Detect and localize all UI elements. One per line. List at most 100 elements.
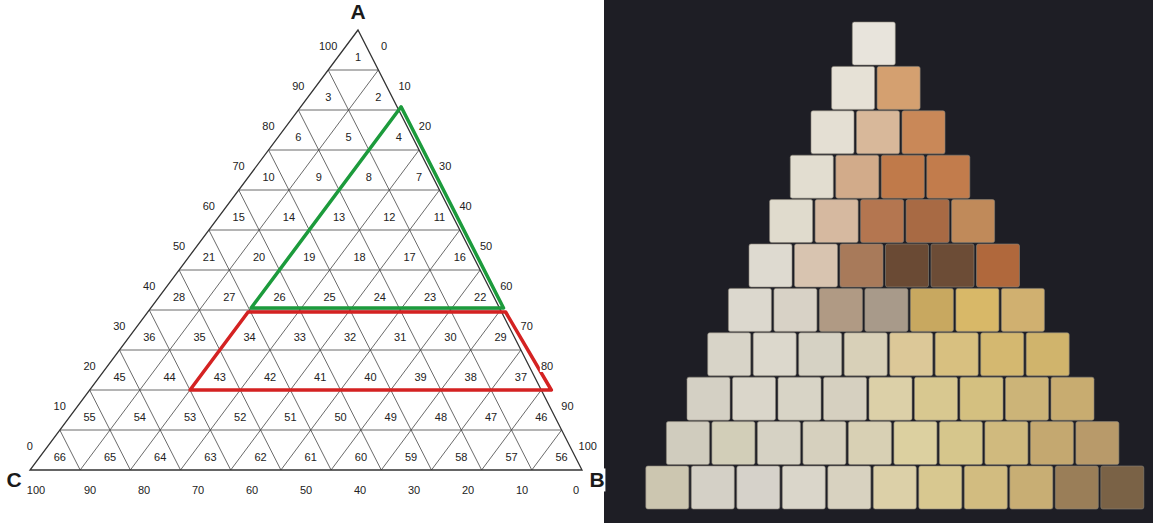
cell-number: 47 xyxy=(485,411,497,423)
axis-label: 30 xyxy=(112,320,126,332)
axis-label: 90 xyxy=(291,80,305,92)
glaze-tile xyxy=(931,244,974,287)
cell-number: 33 xyxy=(294,331,306,343)
cell-number: 40 xyxy=(364,371,376,383)
cell-number: 29 xyxy=(494,331,506,343)
glaze-tile xyxy=(1101,466,1144,509)
glaze-tile xyxy=(915,377,958,420)
axis-label: 10 xyxy=(397,80,411,92)
cell-number: 56 xyxy=(555,451,567,463)
glaze-tile xyxy=(890,333,933,376)
glaze-tile xyxy=(910,288,953,331)
cell-number: 19 xyxy=(303,251,315,263)
cell-number: 30 xyxy=(444,331,456,343)
axis-label: 100 xyxy=(318,40,338,52)
photo-ground xyxy=(604,0,1153,523)
glaze-tile xyxy=(894,422,937,465)
cell-number: 50 xyxy=(334,411,346,423)
vertex-label: C xyxy=(5,468,22,491)
vertex-label: B xyxy=(588,468,605,491)
glaze-tile xyxy=(832,66,875,109)
glaze-tile xyxy=(819,288,862,331)
cell-number: 51 xyxy=(284,411,296,423)
cell-number: 62 xyxy=(254,451,266,463)
axis-label: 90 xyxy=(83,484,97,496)
glaze-tile xyxy=(811,111,854,154)
axis-label: 20 xyxy=(82,360,96,372)
glaze-tile xyxy=(1006,377,1049,420)
glaze-tile xyxy=(1026,333,1069,376)
grid-line xyxy=(231,190,440,470)
glaze-tile xyxy=(733,377,776,420)
cell-number: 24 xyxy=(374,291,386,303)
axis-label: 0 xyxy=(380,40,388,52)
cell-number: 39 xyxy=(414,371,426,383)
cell-number: 22 xyxy=(474,291,486,303)
cell-number: 16 xyxy=(454,251,466,263)
axis-label: 0 xyxy=(572,484,580,496)
grid-line xyxy=(269,150,420,151)
glaze-tile xyxy=(753,333,796,376)
axis-label: 40 xyxy=(353,484,367,496)
cell-number: 65 xyxy=(104,451,116,463)
glaze-tile xyxy=(848,422,891,465)
axis-label: 60 xyxy=(245,484,259,496)
glaze-tile xyxy=(857,111,900,154)
axis-label: 50 xyxy=(172,240,186,252)
cell-number: 12 xyxy=(383,211,395,223)
ternary-grid xyxy=(30,30,582,470)
grid-line xyxy=(532,430,562,470)
glaze-tile xyxy=(782,466,825,509)
glaze-tile xyxy=(757,422,800,465)
cell-number: 21 xyxy=(203,251,215,263)
cell-number: 11 xyxy=(434,211,445,223)
axis-label: 0 xyxy=(26,440,34,452)
cell-number: 53 xyxy=(184,411,196,423)
axis-label: 40 xyxy=(142,280,156,292)
glaze-tile xyxy=(708,333,751,376)
grid-line xyxy=(179,270,281,470)
glaze-tile xyxy=(927,155,970,198)
glaze-tile xyxy=(828,466,871,509)
axis-label: 20 xyxy=(418,120,432,132)
axis-label: 80 xyxy=(261,120,275,132)
glaze-tile xyxy=(985,422,1028,465)
cell-number: 63 xyxy=(204,451,216,463)
axis-label: 30 xyxy=(438,160,452,172)
grid-line xyxy=(269,150,432,470)
grid-line xyxy=(431,350,520,470)
glaze-tile xyxy=(956,288,999,331)
glaze-tile xyxy=(844,333,887,376)
cell-number: 36 xyxy=(143,331,155,343)
glaze-tile xyxy=(1010,466,1053,509)
cell-number: 9 xyxy=(316,171,322,183)
cell-number: 44 xyxy=(163,371,175,383)
glaze-tile xyxy=(881,155,924,198)
vertex-label: A xyxy=(349,0,366,23)
cell-number: 58 xyxy=(455,451,467,463)
glaze-tile xyxy=(749,244,792,287)
cell-number: 4 xyxy=(396,131,402,143)
axis-label: 70 xyxy=(520,320,534,332)
cell-number: 14 xyxy=(283,211,295,223)
glaze-tile xyxy=(939,422,982,465)
glaze-tile xyxy=(935,333,978,376)
cell-number: 13 xyxy=(333,211,345,223)
cell-number: 8 xyxy=(366,171,372,183)
glaze-tile xyxy=(666,422,709,465)
glaze-tile xyxy=(1055,466,1098,509)
glaze-tile xyxy=(840,244,883,287)
cell-number: 59 xyxy=(405,451,417,463)
glaze-tile xyxy=(886,244,929,287)
glaze-tile xyxy=(737,466,780,509)
glaze-tile xyxy=(1001,288,1044,331)
cell-number: 57 xyxy=(505,451,517,463)
axis-label: 100 xyxy=(578,440,598,452)
axis-label: 10 xyxy=(515,484,529,496)
axis-label: 80 xyxy=(137,484,151,496)
cell-number: 23 xyxy=(424,291,436,303)
glaze-tile xyxy=(869,377,912,420)
cell-number: 45 xyxy=(113,371,125,383)
